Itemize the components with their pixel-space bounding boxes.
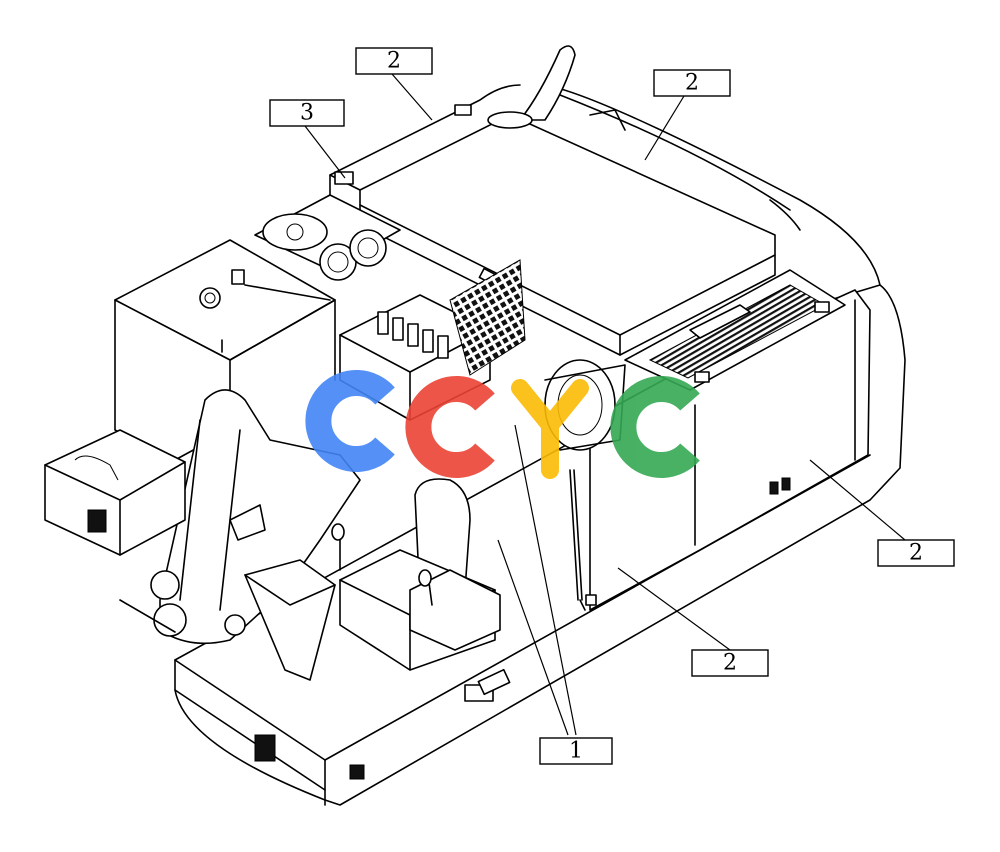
callout-3: 2 <box>653 69 731 97</box>
operator-seat <box>331 478 501 671</box>
watermark-letter-red <box>405 376 495 478</box>
callout-4: 2 <box>877 539 955 567</box>
callout-1: 2 <box>355 47 433 75</box>
callout-label: 2 <box>723 651 737 676</box>
watermark-letter-blue <box>305 370 395 472</box>
leader-lines <box>304 73 906 736</box>
boom-bracket <box>119 389 361 645</box>
radiator-grille <box>624 269 846 391</box>
watermark-letter-yellow <box>511 379 589 479</box>
watermark-letter-green <box>610 376 700 478</box>
machine-body <box>174 84 906 806</box>
front-left-pad <box>44 429 186 556</box>
callout-label: 1 <box>569 739 583 764</box>
callout-5: 2 <box>691 649 769 677</box>
callout-2: 3 <box>269 99 345 127</box>
callout-label: 2 <box>685 71 699 96</box>
pedal-box <box>244 559 336 681</box>
callout-label: 2 <box>909 541 923 566</box>
callout-6: 1 <box>539 737 613 765</box>
side-details <box>254 469 791 780</box>
blower <box>544 359 626 451</box>
callout-label: 3 <box>300 101 314 126</box>
callout-label: 2 <box>387 49 401 74</box>
filter-panel <box>254 194 401 281</box>
watermark <box>305 370 700 479</box>
